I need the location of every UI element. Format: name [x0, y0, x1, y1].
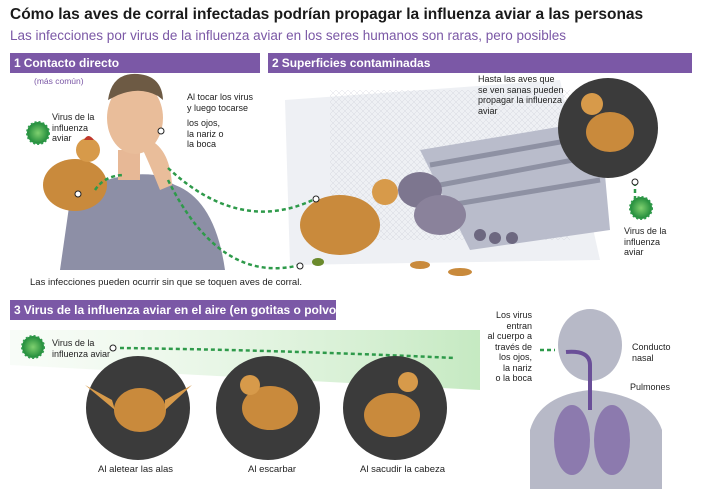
section-3-title: Virus de la influenza aviar en el aire (… [23, 303, 341, 317]
chicken-held [43, 136, 107, 211]
caption-scratch: Al escarbar [248, 464, 297, 475]
inset-scratch [216, 356, 320, 460]
section-3-number: 3 [14, 303, 21, 317]
airborne-path [119, 346, 555, 360]
caption-shake: Al sacudir la cabeza [360, 464, 446, 475]
page-subtitle: Las infecciones por virus de la influenz… [10, 28, 567, 43]
inset-shake [343, 356, 447, 460]
healthy-chicken-inset [558, 78, 658, 178]
section-1-number: 1 [14, 56, 21, 70]
page-title: Cómo las aves de corral infectadas podrí… [10, 6, 644, 23]
virus-icon [629, 196, 653, 220]
section-1-footer: Las infecciones pueden ocurrir sin que s… [30, 277, 302, 288]
coop-illustration [285, 80, 610, 276]
caption-flap: Al aletear las alas [98, 464, 173, 475]
lungs-label: Pulmones [630, 382, 671, 392]
section-2-title: Superficies contaminadas [281, 56, 431, 70]
most-common-note: (más común) [34, 76, 84, 86]
section-2-number: 2 [272, 56, 279, 70]
human-anatomy [530, 309, 662, 489]
section-1-title: Contacto directo [23, 56, 120, 70]
inset-flap [85, 356, 192, 460]
virus-icon [21, 335, 45, 359]
virus-icon [26, 121, 50, 145]
